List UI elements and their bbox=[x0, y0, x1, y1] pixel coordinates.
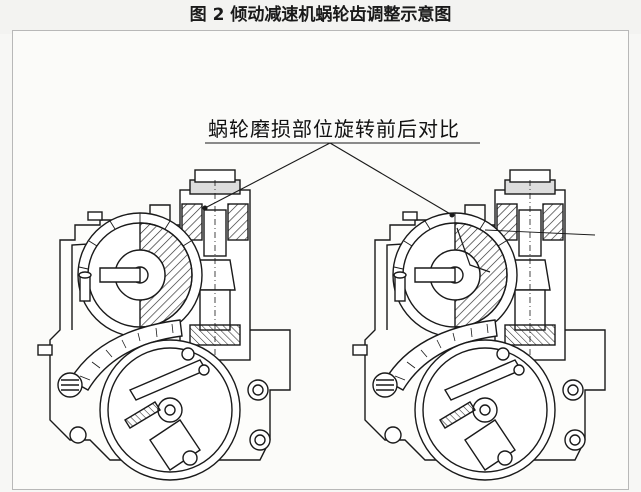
after-rotation-panel bbox=[352, 169, 606, 481]
figure-caption: 图 2 倾动减速机蜗轮齿调整示意图 bbox=[0, 0, 641, 34]
callout-leader-lines bbox=[202, 142, 480, 218]
callout-label: 蜗轮磨损部位旋转前后对比 bbox=[208, 117, 460, 141]
before-rotation-panel bbox=[37, 169, 291, 481]
